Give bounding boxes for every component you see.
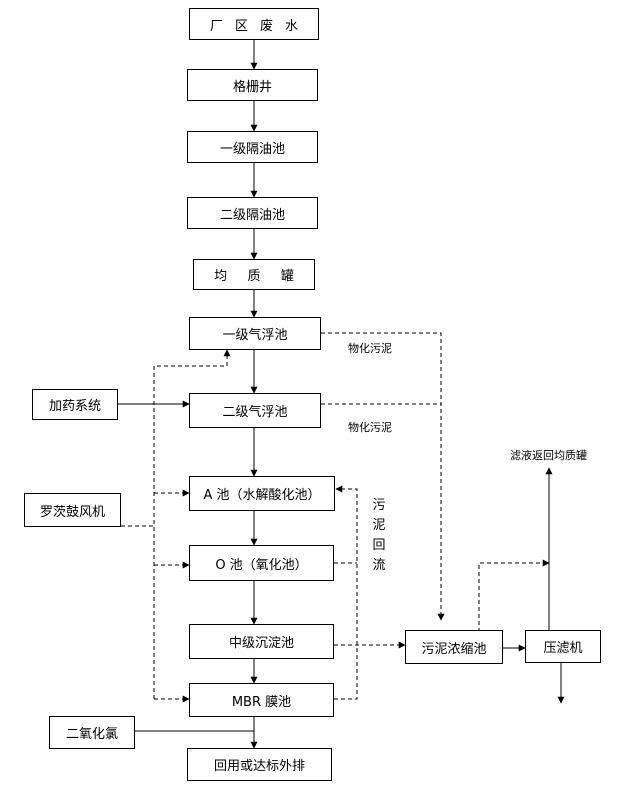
node-wastewater: 厂 区 废 水 bbox=[189, 8, 319, 40]
node-equalization-char: 罐 bbox=[280, 269, 294, 284]
dashed-flot1-sludge bbox=[321, 332, 445, 621]
node-wastewater-char: 区 bbox=[234, 18, 248, 34]
arrow-chlorine-to-outlet bbox=[134, 730, 255, 748]
dashed-air-main bbox=[153, 349, 231, 699]
node-flotation-1: 一级气浮池 bbox=[189, 317, 321, 350]
node-oil-separator-2: 二级隔油池 bbox=[187, 197, 318, 229]
label-filtrate-return: 滤液返回均质罐 bbox=[510, 449, 587, 462]
label-sludge-return: 污 泥 回 流 bbox=[372, 496, 386, 576]
node-equalization-tank: 均 质 罐 bbox=[193, 259, 315, 290]
node-roots-blower: 罗茨鼓风机 bbox=[24, 493, 121, 527]
node-a-tank: A 池（水解酸化池） bbox=[189, 476, 335, 511]
node-dosing-system: 加药系统 bbox=[32, 389, 118, 420]
label-sludge-return-char: 流 bbox=[372, 558, 386, 573]
node-mid-clarifier: 中级沉淀池 bbox=[189, 624, 334, 659]
node-wastewater-char: 废 bbox=[259, 18, 273, 34]
label-sludge-return-char: 泥 bbox=[372, 518, 386, 533]
node-grid-well: 格栅井 bbox=[187, 69, 318, 101]
label-physchem-sludge-1: 物化污泥 bbox=[348, 342, 392, 355]
label-physchem-sludge-2: 物化污泥 bbox=[348, 421, 392, 434]
label-sludge-return-char: 污 bbox=[372, 498, 386, 513]
node-equalization-char: 均 bbox=[214, 269, 228, 284]
node-equalization-char: 质 bbox=[247, 269, 261, 284]
label-sludge-return-char: 回 bbox=[372, 538, 386, 553]
dashed-sludge-return-a bbox=[334, 485, 358, 700]
node-flotation-2: 二级气浮池 bbox=[189, 393, 321, 428]
node-mbr-tank: MBR 膜池 bbox=[189, 683, 334, 717]
node-o-tank: O 池（氧化池） bbox=[189, 545, 334, 581]
node-wastewater-char: 厂 bbox=[209, 18, 223, 34]
node-oil-separator-1: 一级隔油池 bbox=[187, 131, 318, 163]
node-chlorine-dioxide: 二氧化氯 bbox=[49, 716, 135, 749]
dashed-thickener-filtrate bbox=[478, 559, 550, 632]
node-filter-press: 压滤机 bbox=[525, 630, 601, 663]
node-reuse-discharge: 回用或达标外排 bbox=[187, 748, 332, 781]
node-sludge-thickener: 污泥浓缩池 bbox=[405, 630, 503, 664]
node-wastewater-char: 水 bbox=[284, 18, 298, 34]
